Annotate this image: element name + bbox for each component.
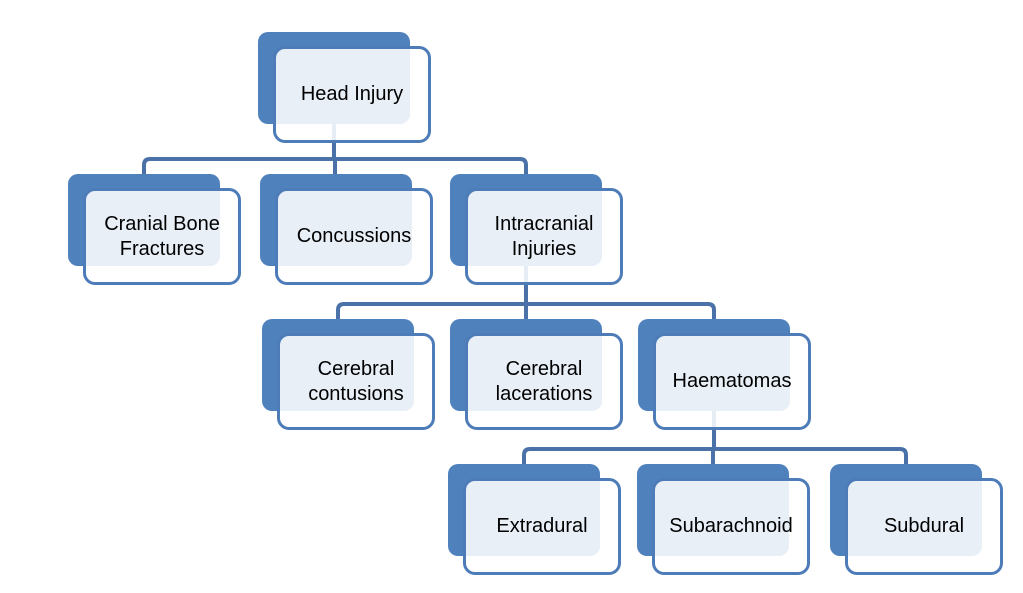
node-label: Concussions: [296, 225, 412, 247]
node-cerebral-lacerations: Cerebral lacerations: [450, 319, 623, 430]
node-label: Cranial Bone Fractures: [104, 212, 220, 260]
node-label: Extradural: [496, 515, 588, 537]
node-front-panel: Cerebral contusions: [277, 333, 435, 430]
node-intracranial-injuries: Intracranial Injuries: [450, 174, 623, 285]
node-label: Intracranial Injuries: [494, 212, 594, 260]
node-subarachnoid: Subarachnoid: [637, 464, 810, 575]
node-label: Subarachnoid: [669, 515, 793, 537]
node-front-panel: Intracranial Injuries: [465, 188, 623, 285]
node-front-panel: Cranial Bone Fractures: [83, 188, 241, 285]
node-label: Subdural: [883, 515, 965, 537]
node-front-panel: Subdural: [845, 478, 1003, 575]
node-subdural: Subdural: [830, 464, 1003, 575]
node-front-panel: Extradural: [463, 478, 621, 575]
node-label: Cerebral lacerations: [495, 357, 593, 405]
node-cranial-bone-fractures: Cranial Bone Fractures: [68, 174, 241, 285]
node-extradural: Extradural: [448, 464, 621, 575]
node-head-injury: Head Injury: [258, 32, 431, 143]
node-front-panel: Head Injury: [273, 46, 431, 143]
node-concussions: Concussions: [260, 174, 433, 285]
node-front-panel: Subarachnoid: [652, 478, 810, 575]
node-label: Haematomas: [672, 370, 792, 392]
node-front-panel: Cerebral lacerations: [465, 333, 623, 430]
node-label: Head Injury: [300, 83, 404, 105]
node-front-panel: Concussions: [275, 188, 433, 285]
node-front-panel: Haematomas: [653, 333, 811, 430]
node-haematomas: Haematomas: [638, 319, 811, 430]
node-label: Cerebral contusions: [308, 357, 404, 405]
node-cerebral-contusions: Cerebral contusions: [262, 319, 435, 430]
